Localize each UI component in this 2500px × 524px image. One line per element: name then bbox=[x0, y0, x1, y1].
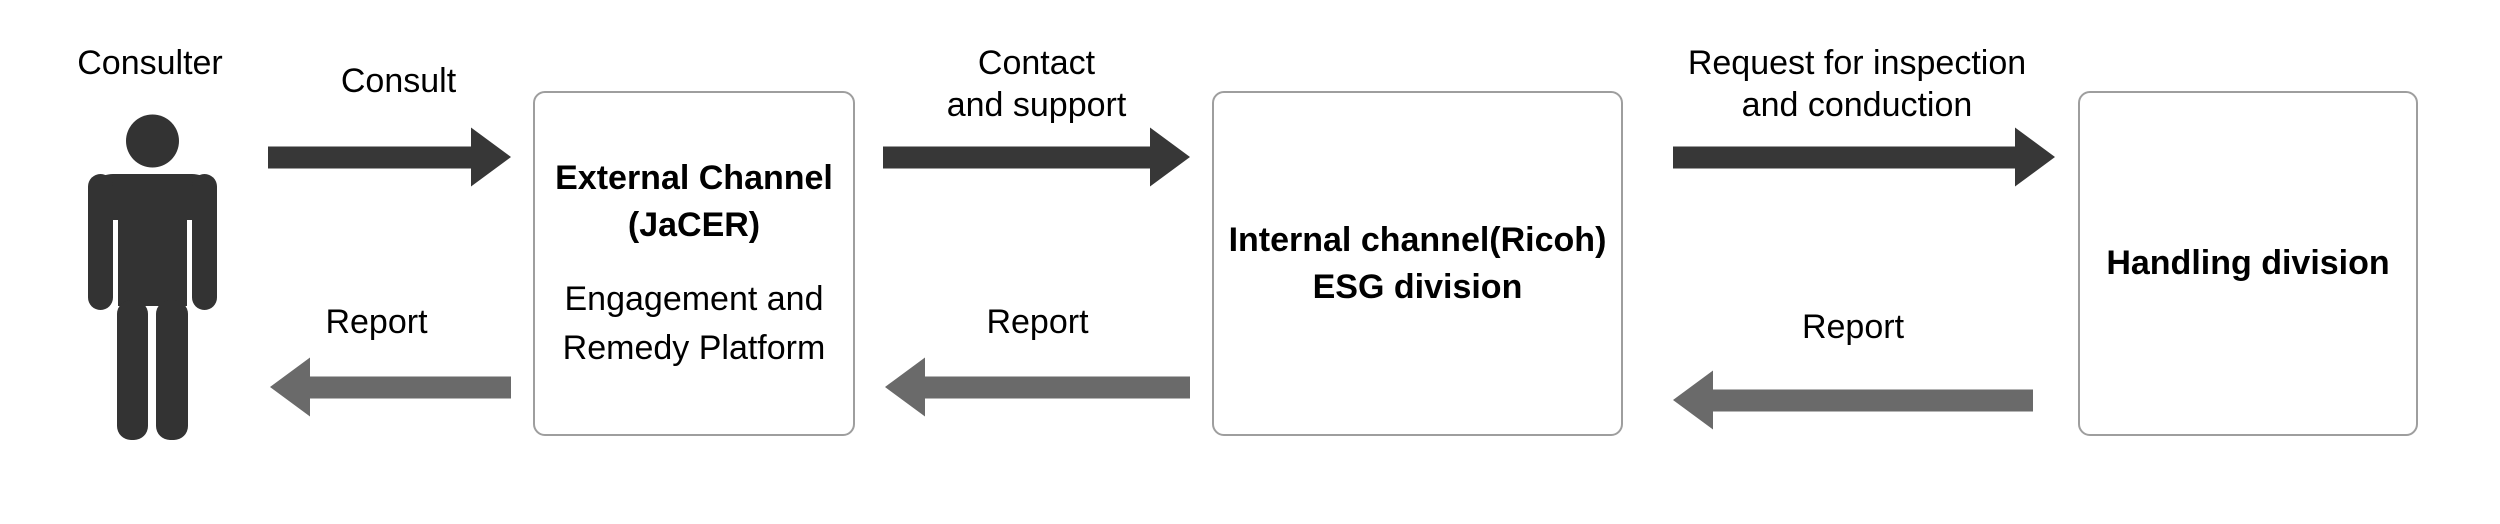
consult-arrow-right-icon bbox=[268, 127, 511, 192]
handling-division-title: Handling division bbox=[2106, 244, 2390, 282]
internal-channel-title: Internal channel(Ricoh) ESG division bbox=[1228, 220, 1607, 306]
report-to-internal-label: Report bbox=[1801, 308, 1905, 346]
external-channel-title: External Channel (JaCER) bbox=[555, 158, 833, 244]
consulter-label: Consulter bbox=[77, 44, 223, 82]
report-to-external-arrow-left-icon bbox=[885, 357, 1190, 422]
contact-support-label: Contact and support bbox=[946, 44, 1127, 124]
person-icon bbox=[88, 114, 217, 445]
internal-channel-box: Internal channel(Ricoh) ESG division bbox=[1212, 91, 1623, 436]
handling-division-box: Handling division bbox=[2078, 91, 2418, 436]
external-channel-subtitle: Engagement and Remedy Platform bbox=[562, 279, 826, 367]
consult-label: Consult bbox=[340, 62, 457, 100]
report-to-consulter-label: Report bbox=[325, 303, 428, 341]
request-inspection-arrow-right-icon bbox=[1673, 127, 2055, 192]
request-inspection-label: Request for inspection and conduction bbox=[1687, 44, 2027, 124]
report-to-external-label: Report bbox=[986, 303, 1089, 341]
report-to-consulter-arrow-left-icon bbox=[270, 357, 511, 422]
contact-support-arrow-right-icon bbox=[883, 127, 1190, 192]
external-channel-box: External Channel (JaCER) Engagement and … bbox=[533, 91, 855, 436]
report-to-internal-arrow-left-icon bbox=[1673, 370, 2033, 435]
